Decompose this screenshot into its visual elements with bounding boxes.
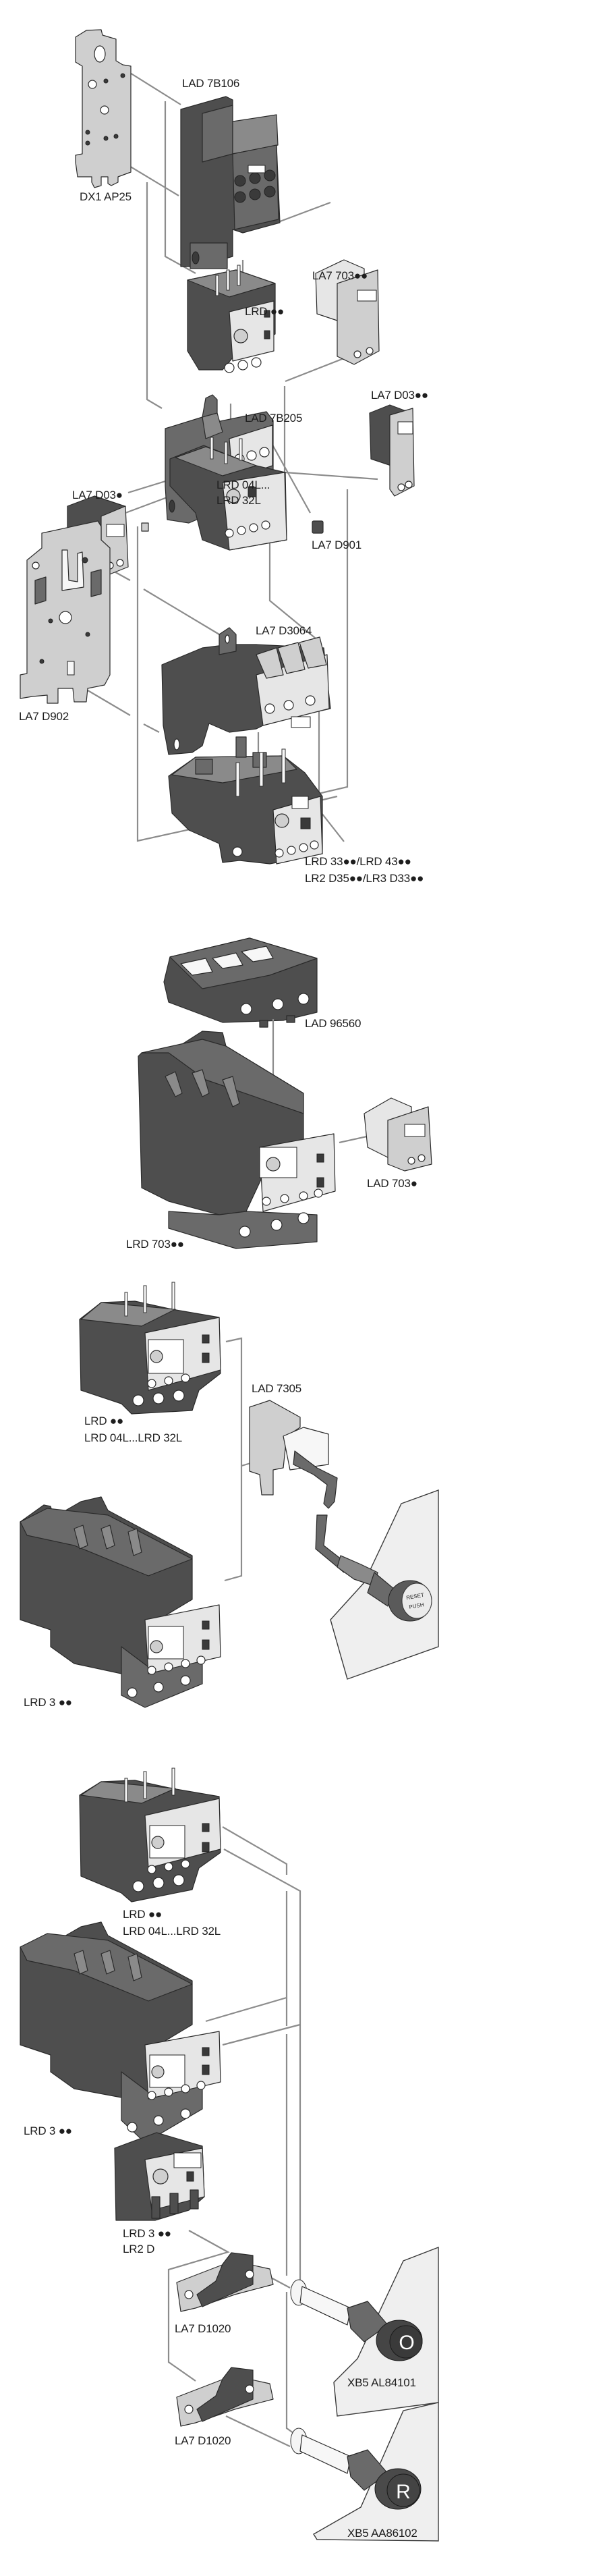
lad-703-auxiliary-block — [364, 1097, 432, 1172]
contactor-with-lrd-3-section-4 — [20, 1921, 221, 2143]
label-la7-703: LA7 703●● — [312, 269, 368, 282]
label-lrd-3-section-3: LRD 3 ●● — [24, 1696, 72, 1709]
la7-d901-lock-cover — [312, 520, 324, 534]
label-la7-d03-right: LA7 D03●● — [371, 389, 428, 402]
lad-7b106-adapter — [180, 96, 281, 269]
label-lrd-04l: LRD 04L... — [216, 478, 270, 491]
reset-label-line-2: PUSH — [409, 1601, 425, 1610]
dx1-ap25-mounting-plate — [75, 29, 132, 188]
label-lrd-section-3: LRD ●● — [84, 1415, 124, 1427]
label-lad-7b106: LAD 7B106 — [182, 77, 240, 90]
lrd-3-lr2-d-relay-block — [114, 2132, 205, 2221]
label-lad-703: LAD 703● — [367, 1177, 417, 1190]
label-lrd-33-43: LRD 33●●/LRD 43●● — [305, 855, 411, 868]
label-lrd-section-4: LRD ●● — [123, 1908, 163, 1921]
contactor-with-lrd-703 — [138, 1031, 336, 1249]
label-lrd-703: LRD 703●● — [126, 1238, 184, 1251]
la7-d03-aux-contact-right — [369, 404, 415, 497]
label-xb5-aa86102: XB5 AA86102 — [347, 2527, 417, 2540]
label-lrd-range-section-4: LRD 04L...LRD 32L — [123, 1925, 221, 1938]
lrd-04l-32l-thermal-relay — [169, 437, 287, 551]
lad-7305-remote-reset-adapter — [249, 1400, 346, 1573]
label-lad-96560: LAD 96560 — [305, 1017, 362, 1030]
lad-96560-terminal-cover — [163, 937, 318, 1028]
la7-d1020-adapter-a — [176, 2252, 274, 2312]
contactor-with-lrd-3 — [20, 1496, 221, 1708]
xb5-al84101-symbol: O — [399, 2332, 414, 2354]
label-xb5-al84101: XB5 AL84101 — [347, 2376, 416, 2389]
lrd-thermal-relay-section-3 — [79, 1282, 221, 1415]
la7-d1020-adapter-b — [176, 2367, 274, 2427]
lrd-thermal-relay — [187, 265, 276, 373]
xb5-aa86102-symbol: R — [396, 2481, 411, 2503]
label-la7-d901: LA7 D901 — [312, 539, 362, 551]
label-dx1-ap25: DX1 AP25 — [80, 190, 132, 203]
label-lad-7305: LAD 7305 — [252, 1382, 302, 1395]
lrd-33-43-thermal-relay — [168, 736, 323, 865]
label-lrd-3-section-4: LRD 3 ●● — [24, 2125, 72, 2137]
label-lrd-3-lr2-d-a: LRD 3 ●● — [123, 2227, 171, 2240]
section-4-leader-lines — [167, 1826, 308, 2447]
label-la7-d1020-b: LA7 D1020 — [175, 2434, 231, 2447]
la7-d902-mounting-plate — [20, 520, 111, 704]
label-la7-d03-left: LA7 D03● — [72, 489, 123, 501]
reset-push-button — [337, 1555, 432, 1622]
label-lad-7b205: LAD 7B205 — [245, 412, 303, 424]
label-la7-d902: LA7 D902 — [19, 710, 69, 723]
label-lr2-lr3: LR2 D35●●/LR3 D33●● — [305, 872, 424, 885]
label-la7-d3064: LA7 D3064 — [256, 624, 312, 637]
xb5-aa86102-reset-button — [290, 2428, 422, 2510]
label-lr2-d: LR2 D — [123, 2243, 155, 2255]
la7-703-auxiliary-block — [315, 259, 380, 365]
lad-7305-bracket-line — [224, 1337, 243, 1582]
lrd-thermal-relay-section-4 — [79, 1767, 221, 1902]
la7-d3064-adapter — [161, 627, 331, 755]
label-lrd: LRD ●● — [245, 305, 285, 318]
label-lrd-range-section-3: LRD 04L...LRD 32L — [84, 1431, 182, 1444]
label-la7-d1020-a: LA7 D1020 — [175, 2322, 231, 2335]
label-lrd-32l: LRD 32L — [216, 494, 261, 507]
xb5-al84101-stop-button — [290, 2279, 423, 2361]
